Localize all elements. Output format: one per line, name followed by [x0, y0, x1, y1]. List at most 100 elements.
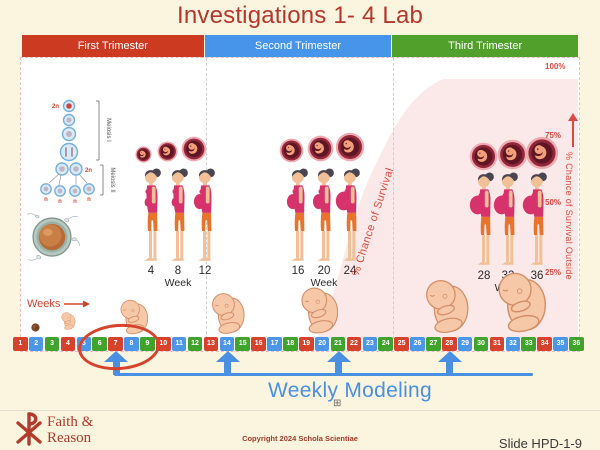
week-cell-21: 21 [330, 337, 346, 351]
week-cell-9: 9 [140, 337, 155, 351]
weeks-text: Weeks [27, 298, 61, 310]
weeks-axis-label: Weeks [27, 298, 91, 310]
embryo-womb-icon [157, 141, 178, 162]
week-cell-35: 35 [553, 337, 568, 351]
fertilization-egg-image [23, 207, 81, 265]
brand-line2: Reason [47, 430, 92, 447]
slide-number: Slide HPD-1-9 [498, 436, 582, 450]
week-cell-22: 22 [346, 337, 362, 351]
week-cell-33: 33 [521, 337, 537, 351]
fetus-womb-icon [335, 132, 365, 162]
week-cell-15: 15 [235, 337, 251, 351]
modeling-bracket-line [114, 373, 533, 376]
week-cell-12: 12 [187, 337, 203, 351]
tick-75: 75% [545, 131, 562, 140]
week-cell-3: 3 [44, 337, 60, 351]
brand-text: Faith & Reason [47, 414, 93, 446]
modeling-arrow-week-21 [326, 351, 351, 375]
embryo-womb-icon [135, 146, 152, 163]
week-cell-24: 24 [378, 337, 394, 351]
week-axis-label: Week [164, 277, 192, 289]
embryo-image-small [60, 311, 77, 331]
morula-image [31, 323, 40, 332]
week-cell-8: 8 [124, 337, 139, 351]
survival-up-arrow-icon [567, 113, 579, 147]
week-cell-28: 28 [442, 337, 457, 351]
fetus-image [209, 290, 248, 337]
chi-rho-logo-icon [16, 412, 42, 446]
tick-50: 50% [545, 198, 562, 207]
week-cell-31: 31 [489, 337, 505, 351]
svg-text:n: n [44, 197, 48, 203]
footer-divider [0, 410, 600, 411]
survival-axis-label: % Chance of Survival Outside [564, 152, 574, 280]
week-cell-18: 18 [283, 337, 298, 351]
week-cell-6: 6 [92, 337, 108, 351]
week-number: 28 [477, 270, 491, 282]
week-cell-16: 16 [251, 337, 266, 351]
week-cell-17: 17 [267, 337, 282, 351]
meiosis-diagram: 2n 2n n n n n Meiosis I Meiosis II [40, 99, 115, 205]
fetus-image [298, 284, 342, 337]
week-cell-19: 19 [299, 337, 314, 351]
meiosis-stage2-label: Meiosis II [109, 167, 115, 193]
header-first-trimester: First Trimester [22, 35, 204, 57]
week-cell-2: 2 [28, 337, 44, 351]
modeling-arrow-week-28 [437, 351, 462, 375]
week-cell-29: 29 [457, 337, 473, 351]
right-arrow-icon [64, 300, 91, 308]
week-number: 8 [174, 265, 182, 277]
week-cell-32: 32 [505, 337, 521, 351]
meiosis-2n-label: 2n [52, 104, 59, 110]
svg-text:n: n [73, 199, 77, 205]
week-cell-26: 26 [410, 337, 425, 351]
fetus-womb-icon [279, 138, 304, 163]
svg-text:n: n [58, 199, 62, 205]
week-number: 4 [147, 265, 155, 277]
pregnant-woman-week36 [520, 170, 558, 270]
week-axis-label: Week [310, 277, 338, 289]
fetus-image-large [422, 276, 473, 337]
fetus-womb-icon [469, 142, 498, 171]
table-handle-icon: ⊞ [333, 398, 342, 409]
week-cell-1: 1 [13, 337, 28, 351]
brand-line1: Faith & [47, 414, 94, 430]
embryo-womb-icon [181, 136, 207, 162]
week-number: 24 [343, 265, 357, 277]
second-trimester-figures: 16 20 24 Week [273, 134, 383, 290]
trimester-headers: First Trimester Second Trimester Third T… [22, 35, 578, 57]
tick-100: 100% [545, 62, 566, 71]
modeling-arrow-week-14 [215, 351, 240, 375]
week-cell-11: 11 [171, 337, 187, 351]
fetus-womb-icon [525, 136, 559, 170]
week-number: 20 [317, 265, 331, 277]
week-number: 12 [198, 265, 212, 277]
week-cell-30: 30 [473, 337, 489, 351]
week-cell-34: 34 [537, 337, 552, 351]
week-cell-10: 10 [156, 337, 171, 351]
modeling-arrow-week-7 [104, 351, 129, 375]
svg-text:n: n [87, 197, 91, 203]
fetus-image-largest [494, 268, 551, 337]
week-cell-13: 13 [203, 337, 219, 351]
pregnant-woman-week12 [188, 166, 226, 266]
meiosis-stage1-label: Meiosis I [105, 118, 111, 142]
week-cell-36: 36 [569, 337, 584, 351]
page-title: Investigations 1- 4 Lab [176, 2, 424, 29]
weekly-modeling-label: Weekly Modeling [267, 379, 433, 402]
fetus-womb-icon [497, 139, 528, 170]
week-cell-20: 20 [314, 337, 330, 351]
week-cell-14: 14 [219, 337, 235, 351]
week-number: 36 [530, 270, 544, 282]
week-cell-27: 27 [426, 337, 441, 351]
fetus-womb-icon [307, 135, 334, 162]
tick-25: 25% [545, 268, 562, 277]
week-cell-5: 5 [76, 337, 92, 351]
first-trimester-figures: 4 8 12 Week [129, 134, 239, 290]
header-second-trimester: Second Trimester [204, 35, 392, 57]
week-number: 16 [291, 265, 305, 277]
week-cell-23: 23 [362, 337, 378, 351]
header-third-trimester: Third Trimester [392, 35, 578, 57]
